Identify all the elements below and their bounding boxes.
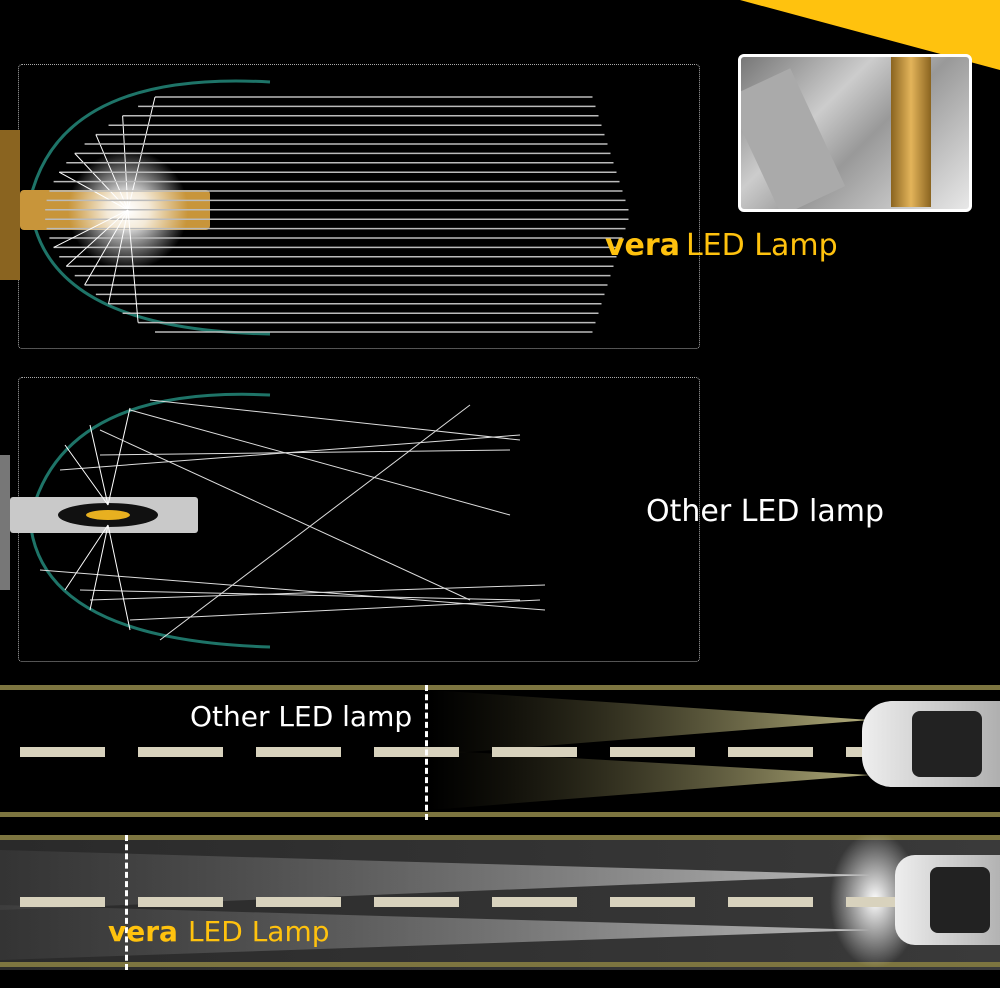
lane-dash: [728, 747, 813, 757]
scattered-light-ray: [89, 584, 546, 601]
lane-dash: [492, 897, 577, 907]
lamp-label: LED Lamp: [187, 915, 330, 948]
distance-marker: [125, 835, 128, 970]
road-other-lamp: Other LED lamp: [0, 685, 1000, 820]
scattered-light-ray: [129, 599, 541, 621]
distance-marker: [425, 685, 428, 820]
car-icon: [862, 701, 1000, 787]
road-edge: [0, 962, 1000, 967]
reflected-ray: [108, 209, 129, 304]
caliper-photo: [738, 54, 972, 212]
road-vera-lamp-label: vera LED Lamp: [108, 915, 330, 948]
scattered-light-ray: [79, 589, 521, 601]
bulb-base: [0, 130, 20, 280]
lane-dash: [138, 747, 223, 757]
brand-name: vera: [108, 915, 178, 948]
led-chip: [86, 510, 130, 520]
brand-name: vera: [605, 228, 680, 263]
lane-dash: [492, 747, 577, 757]
gold-bulb: [891, 57, 931, 207]
scattered-light-ray: [39, 569, 546, 611]
scattered-light-ray: [129, 409, 511, 516]
road-edge: [0, 812, 1000, 817]
lane-dash: [374, 747, 459, 757]
lane-dash: [256, 897, 341, 907]
reflected-ray: [65, 209, 129, 267]
lane-markings: [0, 897, 1000, 907]
lane-dash: [20, 747, 105, 757]
lane-markings: [0, 747, 1000, 757]
car-icon: [895, 855, 1000, 945]
lane-dash: [374, 897, 459, 907]
reflected-ray: [89, 424, 109, 506]
lane-dash: [138, 897, 223, 907]
reflected-ray: [53, 209, 129, 248]
reflected-ray: [64, 444, 109, 506]
reflected-ray: [107, 407, 131, 506]
lane-dash: [610, 747, 695, 757]
road-vera-lamp: vera LED Lamp: [0, 835, 1000, 970]
lane-dash: [20, 897, 105, 907]
reflected-ray: [84, 209, 129, 286]
reflected-ray: [89, 524, 109, 611]
road-edge: [0, 835, 1000, 840]
bulb-base: [0, 455, 10, 590]
reflected-ray: [107, 524, 131, 631]
lane-dash: [846, 897, 931, 907]
scattered-light-ray: [149, 399, 521, 441]
scattered-light-ray: [159, 404, 471, 641]
reflected-ray: [64, 524, 109, 591]
scattered-light-ray: [99, 449, 511, 456]
lamp-label: LED Lamp: [685, 228, 838, 263]
reflected-ray: [127, 209, 139, 323]
lane-dash: [728, 897, 813, 907]
road-edge: [0, 685, 1000, 690]
headlight-beams: [430, 690, 870, 810]
other-lamp-label: Other LED lamp: [646, 494, 885, 529]
scattered-light-ray: [99, 429, 471, 601]
yellow-corner-accent: [740, 0, 1000, 70]
lane-dash: [610, 897, 695, 907]
lane-dash: [256, 747, 341, 757]
road-other-lamp-label: Other LED lamp: [190, 700, 413, 733]
